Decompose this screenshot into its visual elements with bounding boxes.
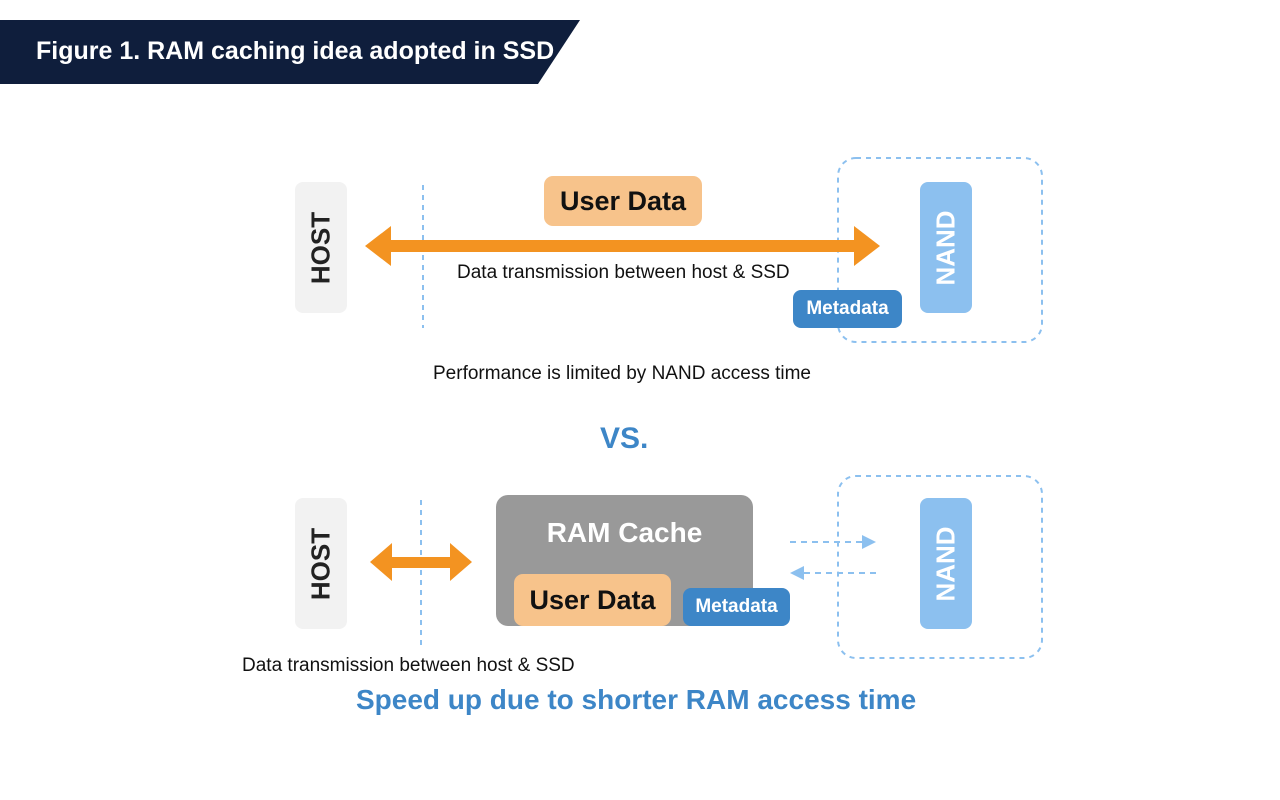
bottom-host-box: HOST bbox=[295, 498, 347, 629]
vs-label: VS. bbox=[600, 422, 649, 455]
bottom-user-data-label: User Data bbox=[529, 584, 656, 615]
top-nand-label: NAND bbox=[930, 209, 961, 286]
top-host-label: HOST bbox=[305, 211, 336, 284]
top-user-data-box: User Data bbox=[544, 176, 702, 226]
top-metadata-label: Metadata bbox=[806, 298, 889, 319]
bottom-metadata-label: Metadata bbox=[695, 596, 778, 617]
top-caption: Performance is limited by NAND access ti… bbox=[433, 363, 811, 384]
top-host-box: HOST bbox=[295, 182, 347, 313]
nand-to-ram-arrow bbox=[790, 566, 876, 580]
top-transmission-label: Data transmission between host & SSD bbox=[457, 262, 790, 283]
bottom-ssd-dashed-box bbox=[837, 475, 1043, 659]
bottom-nand-label: NAND bbox=[930, 525, 961, 602]
bottom-user-data-box: User Data bbox=[514, 574, 671, 626]
ram-cache-label: RAM Cache bbox=[546, 517, 703, 548]
bottom-nand-box: NAND bbox=[920, 498, 972, 629]
title-banner bbox=[0, 20, 580, 84]
bottom-metadata-box: Metadata bbox=[683, 588, 790, 626]
bottom-caption: Speed up due to shorter RAM access time bbox=[356, 684, 917, 715]
ram-to-nand-arrow bbox=[790, 535, 876, 549]
bottom-host-label: HOST bbox=[305, 527, 336, 600]
top-double-arrow bbox=[365, 226, 880, 266]
top-nand-box: NAND bbox=[920, 182, 972, 313]
figure-title: Figure 1. RAM caching idea adopted in SS… bbox=[36, 37, 555, 65]
bottom-transmission-label: Data transmission between host & SSD bbox=[242, 655, 575, 676]
top-metadata-box: Metadata bbox=[793, 290, 902, 328]
top-user-data-label: User Data bbox=[559, 185, 687, 216]
bottom-double-arrow bbox=[370, 543, 472, 581]
